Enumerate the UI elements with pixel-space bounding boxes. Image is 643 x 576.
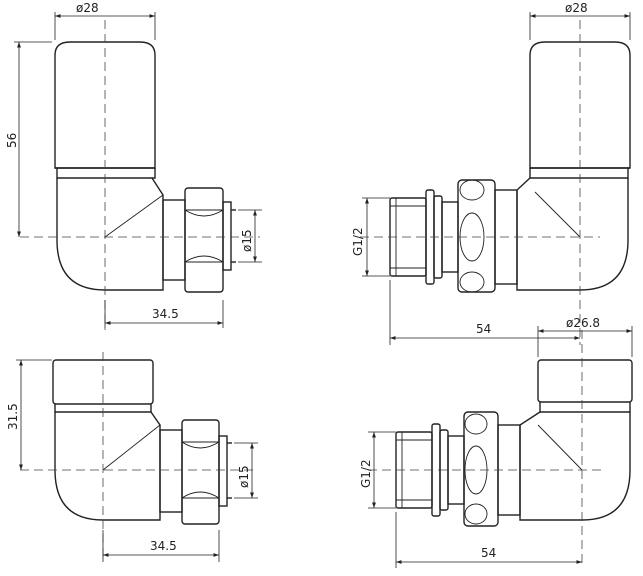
v1-top-diameter: ø28: [76, 1, 99, 15]
valve-view-top-left: ø28 56 ø15 34.5: [5, 1, 262, 330]
valve-view-bottom-right: ø26.8 G1/2 54: [359, 316, 633, 568]
v1-width: 34.5: [152, 307, 179, 321]
v1-outlet-diameter: ø15: [240, 229, 254, 252]
v3-height: 31.5: [6, 403, 20, 430]
v4-top-diameter: ø26.8: [566, 316, 600, 330]
valve-view-top-right: ø28 G1/2 54: [351, 1, 631, 345]
v2-top-diameter: ø28: [565, 1, 588, 15]
v1-height: 56: [5, 133, 19, 148]
v4-width: 54: [481, 546, 496, 560]
v2-width: 54: [476, 322, 491, 336]
valve-view-bottom-left: 31.5 ø15 34.5: [6, 352, 258, 562]
v2-thread: G1/2: [351, 227, 365, 256]
v4-thread: G1/2: [359, 459, 373, 488]
v3-width: 34.5: [150, 539, 177, 553]
v3-outlet-diameter: ø15: [237, 465, 251, 488]
